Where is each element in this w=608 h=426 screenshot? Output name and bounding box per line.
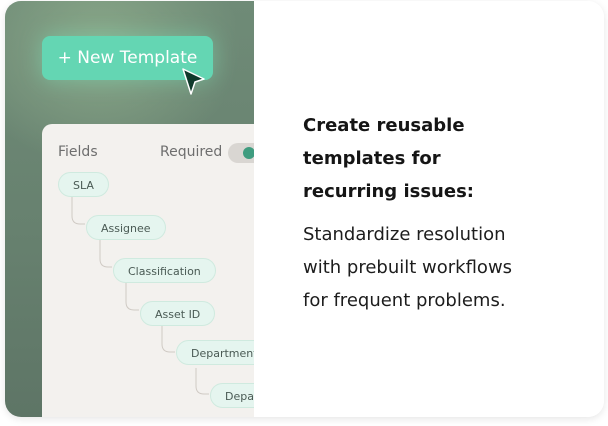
headline-line: Create reusable (303, 115, 465, 136)
promo-card: + New Template Fields Required SLA Assig… (5, 1, 604, 417)
description-line: Standardize resolution (303, 224, 506, 245)
field-hierarchy-connectors (71, 197, 209, 395)
new-template-button[interactable]: + New Template (42, 36, 213, 80)
required-label: Required (160, 144, 223, 160)
headline: Create reusable templates for recurring … (303, 109, 563, 208)
text-panel: Create reusable templates for recurring … (254, 1, 604, 417)
pointer-arrow-icon (182, 68, 205, 95)
fields-panel: Fields Required SLA Assignee Classificat… (42, 124, 254, 417)
field-chip-department-2[interactable]: Department (210, 383, 254, 408)
fields-label: Fields (58, 144, 98, 160)
field-chip-classification[interactable]: Classification (113, 258, 216, 283)
required-toggle[interactable] (228, 143, 254, 163)
headline-line: recurring issues: (303, 181, 474, 202)
description-line: for frequent problems. (303, 290, 506, 311)
headline-line: templates for (303, 148, 441, 169)
field-chip-asset-id[interactable]: Asset ID (140, 301, 216, 326)
field-chip-sla[interactable]: SLA (58, 172, 109, 197)
description-line: with prebuilt workflows (303, 257, 513, 278)
description: Standardize resolution with prebuilt wor… (303, 218, 593, 317)
illustration-panel: + New Template Fields Required SLA Assig… (5, 1, 254, 417)
field-chip-department[interactable]: Department (176, 340, 254, 365)
field-chip-assignee[interactable]: Assignee (86, 215, 166, 240)
toggle-knob (243, 147, 254, 159)
